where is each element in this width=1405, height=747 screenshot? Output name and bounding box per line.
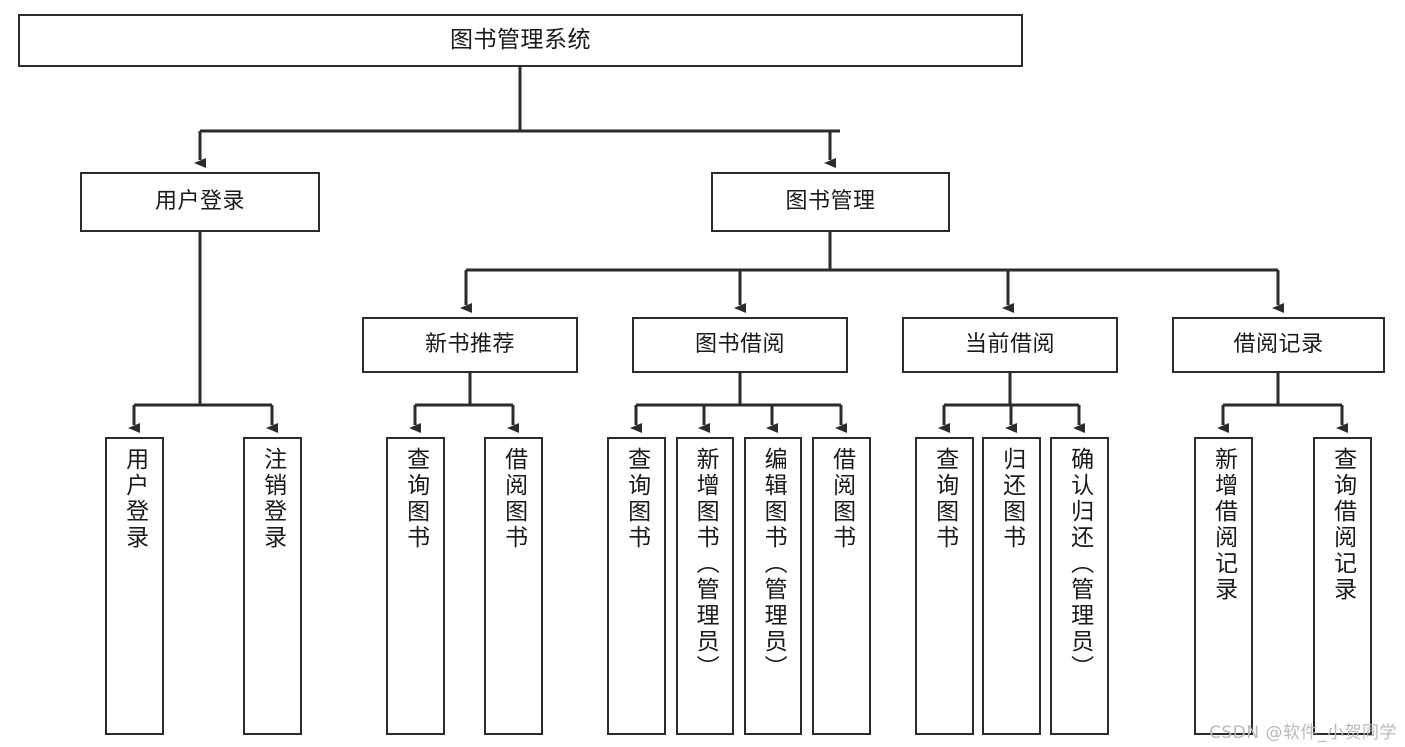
watermark-text: CSDN @软件_小贺同学: [1209, 723, 1397, 743]
node-label: 新增图书（管理员）: [692, 447, 719, 681]
node-label: 查询图书: [931, 447, 958, 551]
leaf-borrow-books-recommendation[interactable]: 借阅图书: [484, 437, 543, 735]
node-label: 新书推荐: [424, 332, 515, 358]
node-label: 图书管理系统: [450, 26, 591, 53]
node-label: 注销登录: [259, 447, 286, 551]
node-label: 当前借阅: [964, 332, 1055, 358]
leaf-query-books-recommendation[interactable]: 查询图书: [386, 437, 445, 735]
node-label: 编辑图书（管理员）: [760, 447, 787, 681]
node-label: 借阅图书: [828, 447, 855, 551]
leaf-query-books-borrowing[interactable]: 查询图书: [607, 437, 666, 735]
node-book-borrowing[interactable]: 图书借阅: [632, 317, 848, 373]
node-label: 查询图书: [623, 447, 650, 551]
leaf-query-borrowing-record[interactable]: 查询借阅记录: [1313, 437, 1372, 735]
node-label: 新增借阅记录: [1210, 447, 1237, 603]
leaf-edit-book-admin[interactable]: 编辑图书（管理员）: [744, 437, 802, 735]
node-label: 图书借阅: [694, 332, 785, 358]
node-current-borrowing[interactable]: 当前借阅: [902, 317, 1118, 373]
node-label: 借阅记录: [1233, 332, 1324, 358]
leaf-add-book-admin[interactable]: 新增图书（管理员）: [676, 437, 734, 735]
leaf-confirm-return-admin[interactable]: 确认归还（管理员）: [1050, 437, 1109, 735]
node-label: 确认归还（管理员）: [1066, 447, 1093, 681]
leaf-logout[interactable]: 注销登录: [243, 437, 302, 735]
node-label: 查询借阅记录: [1329, 447, 1356, 603]
leaf-add-borrowing-record[interactable]: 新增借阅记录: [1194, 437, 1253, 735]
node-label: 用户登录: [121, 447, 148, 551]
node-label: 图书管理: [785, 189, 876, 215]
leaf-query-books-current[interactable]: 查询图书: [915, 437, 974, 735]
node-book-management[interactable]: 图书管理: [711, 172, 950, 232]
leaf-user-login[interactable]: 用户登录: [105, 437, 164, 735]
node-new-book-recommendation[interactable]: 新书推荐: [362, 317, 578, 373]
node-user-login[interactable]: 用户登录: [80, 172, 320, 232]
leaf-borrow-books[interactable]: 借阅图书: [812, 437, 871, 735]
node-borrowing-records[interactable]: 借阅记录: [1172, 317, 1385, 373]
node-label: 借阅图书: [500, 447, 527, 551]
node-label: 归还图书: [998, 447, 1025, 551]
node-label: 查询图书: [402, 447, 429, 551]
node-root-book-management-system[interactable]: 图书管理系统: [18, 14, 1023, 67]
node-label: 用户登录: [154, 189, 245, 215]
leaf-return-books[interactable]: 归还图书: [982, 437, 1041, 735]
